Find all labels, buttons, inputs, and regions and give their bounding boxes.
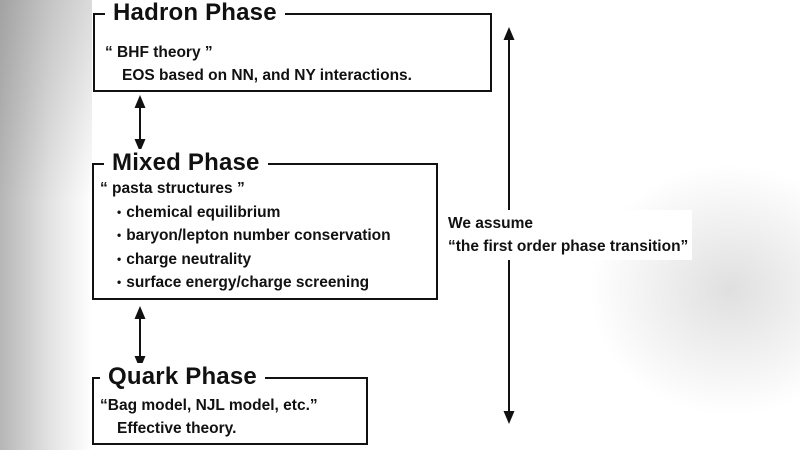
list-item: • baryon/lepton number conservation: [117, 224, 436, 248]
assumption-line-1: We assume: [448, 215, 534, 232]
hadron-phase-body: “ BHF theory ” EOS based on NN, and NY i…: [95, 15, 490, 87]
mixed-subtitle: “ pasta structures ”: [100, 180, 245, 197]
bullet-text-surface-energy: surface energy/charge screening: [126, 274, 370, 291]
quark-phase-body: “Bag model, NJL model, etc.” Effective t…: [94, 379, 366, 440]
bullet-text-chemical-equilibrium: chemical equilibrium: [126, 203, 281, 221]
assumption-line-2: “the first order phase transition”: [448, 238, 689, 255]
list-item: • chemical equilibrium: [117, 201, 436, 225]
list-item: • surface energy/charge screening: [117, 271, 436, 295]
assumption-note: We assume “the first order phase transit…: [446, 210, 693, 260]
hadron-mixed-arrow: [134, 95, 146, 152]
quark-models-line: “Bag model, NJL model, etc.”: [100, 397, 318, 414]
quark-phase-title: Quark Phase: [100, 363, 265, 391]
bullet-text-charge-neutrality: charge neutrality: [126, 250, 252, 268]
quark-effective-line: Effective theory.: [117, 420, 237, 437]
list-item: • charge neutrality: [117, 248, 436, 272]
hadron-phase-title: Hadron Phase: [105, 0, 285, 27]
bullet-icon: •: [117, 251, 122, 266]
bullet-icon: •: [117, 228, 122, 242]
hadron-eos-line: EOS based on NN, and NY interactions.: [122, 67, 412, 84]
hadron-theory-line: “ BHF theory ”: [105, 44, 213, 61]
bullet-icon: •: [117, 275, 122, 289]
hadron-phase-box: Hadron Phase “ BHF theory ” EOS based on…: [93, 0, 492, 92]
bullet-icon: •: [117, 204, 122, 219]
bullet-text-baryon-lepton: baryon/lepton number conservation: [126, 227, 391, 244]
mixed-phase-body: “ pasta structures ” • chemical equilibri…: [94, 165, 436, 295]
mixed-phase-box: Mixed Phase “ pasta structures ” • chemic…: [92, 149, 438, 300]
mixed-phase-title: Mixed Phase: [104, 149, 268, 177]
mixed-quark-arrow: [134, 306, 146, 369]
quark-phase-box: Quark Phase “Bag model, NJL model, etc.”…: [92, 363, 368, 445]
